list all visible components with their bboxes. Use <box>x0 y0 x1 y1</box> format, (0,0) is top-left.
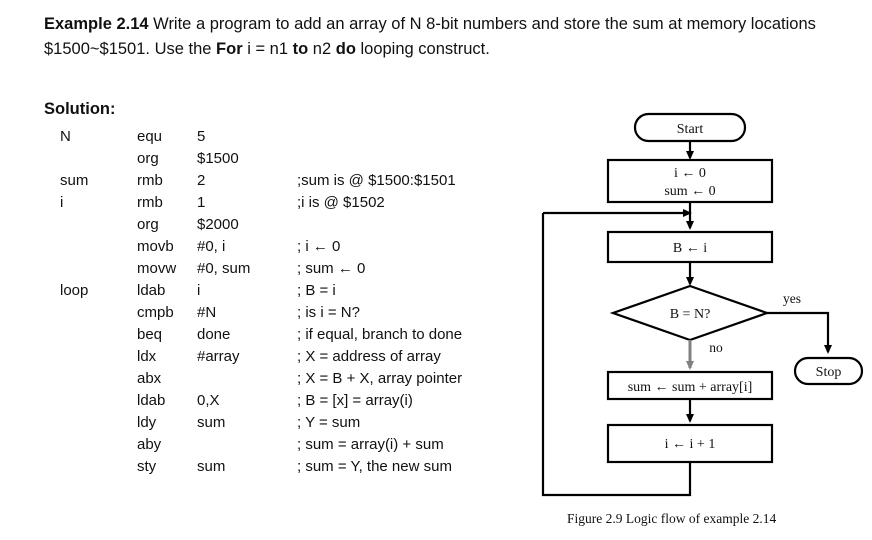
code-operand: #array <box>197 348 240 365</box>
code-mnemonic: beq <box>137 326 163 343</box>
solution-heading-colon: : <box>109 100 116 118</box>
code-operand: $2000 <box>197 216 239 233</box>
code-comment: ;sum is @ $1500:$1501 <box>297 172 456 189</box>
solution-heading: Solution: <box>44 100 115 119</box>
code-line: ldy sum ; Y = sum <box>44 412 544 434</box>
code-line: aby ; sum = array(i) + sum <box>44 434 544 456</box>
code-mnemonic: cmpb <box>137 304 174 321</box>
code-mnemonic: equ <box>137 128 163 145</box>
code-mnemonic: ldab <box>137 392 166 409</box>
example-text-part-3: n2 <box>308 40 336 58</box>
flowchart-accumulate-label: sum ← sum + array[i] <box>628 380 753 395</box>
code-comment: ; if equal, branch to done <box>297 326 463 343</box>
code-mnemonic: ldx <box>137 348 157 365</box>
code-operand: done <box>197 326 231 343</box>
code-mnemonic: ldab <box>137 282 166 299</box>
code-line: sum rmb 2 ;sum is @ $1500:$1501 <box>44 170 544 192</box>
code-comment: ; sum = array(i) + sum <box>297 436 444 453</box>
code-label: loop <box>60 282 89 299</box>
code-mnemonic: org <box>137 216 159 233</box>
flowchart-decision-label: B = N? <box>670 307 711 322</box>
code-comment: ; i ← 0 <box>297 238 341 255</box>
flowchart-node-load-b: B ← i <box>606 230 774 264</box>
flowchart-node-decision: B = N? <box>609 284 771 342</box>
example-paragraph: Example 2.14 Write a program to add an a… <box>44 12 834 62</box>
edge-decision-yes <box>767 311 832 354</box>
solution-heading-text: Solution <box>44 100 110 118</box>
flowchart-start-label: Start <box>677 122 704 137</box>
keyword-do: do <box>335 40 356 58</box>
edge-label-yes: yes <box>783 291 801 306</box>
code-operand: #0, sum <box>197 260 251 277</box>
code-mnemonic: ldy <box>137 414 157 431</box>
flowchart-load-b-label: B ← i <box>673 241 707 256</box>
flowchart-node-start: Start <box>633 112 747 143</box>
flowchart-figure: Start i ← 0 sum ← 0 B ← i B = N? yes <box>520 96 872 506</box>
code-operand: #0, i <box>197 238 226 255</box>
edge-loopback-path <box>541 213 692 497</box>
code-line: abx ; X = B + X, array pointer <box>44 368 544 390</box>
code-line: sty sum ; sum = Y, the new sum <box>44 456 544 478</box>
figure-caption: Figure 2.9 Logic flow of example 2.14 <box>567 511 777 526</box>
code-operand: 1 <box>197 194 206 211</box>
code-comment: ; B = [x] = array(i) <box>297 392 413 409</box>
code-line: org $2000 <box>44 214 544 236</box>
code-comment: ; X = address of array <box>297 348 441 365</box>
code-comment: ; is i = N? <box>297 304 360 321</box>
flowchart-init-line-1: i ← 0 <box>674 166 706 181</box>
flowchart-init-line-2: sum ← 0 <box>664 184 715 199</box>
code-mnemonic: sty <box>137 458 157 475</box>
edge-label-no: no <box>709 340 723 355</box>
code-comment: ; sum = Y, the new sum <box>297 458 452 475</box>
code-line: loop ldab i ; B = i <box>44 280 544 302</box>
code-line: ldab 0,X ; B = [x] = array(i) <box>44 390 544 412</box>
code-mnemonic: rmb <box>137 172 163 189</box>
code-comment: ; Y = sum <box>297 414 361 431</box>
flowchart-node-accumulate: sum ← sum + array[i] <box>606 370 774 401</box>
keyword-for: For <box>216 40 243 58</box>
code-line: i rmb 1 ;i is @ $1502 <box>44 192 544 214</box>
code-line: beq done ; if equal, branch to done <box>44 324 544 346</box>
code-line: org $1500 <box>44 148 544 170</box>
code-comment: ; X = B + X, array pointer <box>297 370 463 387</box>
flowchart-stop-label: Stop <box>816 365 842 380</box>
code-line: ldx #array ; X = address of array <box>44 346 544 368</box>
code-comment: ;i is @ $1502 <box>297 194 385 211</box>
code-operand: 5 <box>197 128 206 145</box>
code-label: N <box>60 128 71 145</box>
code-line: movb #0, i ; i ← 0 <box>44 236 544 258</box>
code-operand: i <box>197 282 201 299</box>
flowchart-increment-label: i ← i + 1 <box>665 437 716 452</box>
code-label: sum <box>60 172 89 189</box>
code-mnemonic: movb <box>137 238 174 255</box>
code-line: cmpb #N ; is i = N? <box>44 302 544 324</box>
code-mnemonic: org <box>137 150 159 167</box>
code-mnemonic: rmb <box>137 194 163 211</box>
example-text-part-2: i = n1 <box>242 40 293 58</box>
code-mnemonic: aby <box>137 436 162 453</box>
code-comment: ; sum ← 0 <box>297 260 366 277</box>
code-line: movw #0, sum ; sum ← 0 <box>44 258 544 280</box>
code-operand: #N <box>197 304 217 321</box>
code-comment: ; B = i <box>297 282 336 299</box>
example-text-part-4: looping construct. <box>355 40 490 58</box>
flowchart-node-init: i ← 0 sum ← 0 <box>606 158 774 204</box>
flowchart-node-increment: i ← i + 1 <box>606 423 774 464</box>
flowchart-node-stop: Stop <box>793 356 864 386</box>
code-operand: $1500 <box>197 150 239 167</box>
code-operand: 0,X <box>197 392 220 409</box>
keyword-to: to <box>292 40 309 58</box>
code-mnemonic: abx <box>137 370 162 387</box>
code-operand: sum <box>197 414 226 431</box>
code-mnemonic: movw <box>137 260 177 277</box>
code-label: i <box>60 194 64 211</box>
code-operand: 2 <box>197 172 206 189</box>
example-number: Example 2.14 <box>44 15 149 33</box>
example-text-part-1: Write a program to add an array of N 8-b… <box>44 15 816 58</box>
code-operand: sum <box>197 458 226 475</box>
